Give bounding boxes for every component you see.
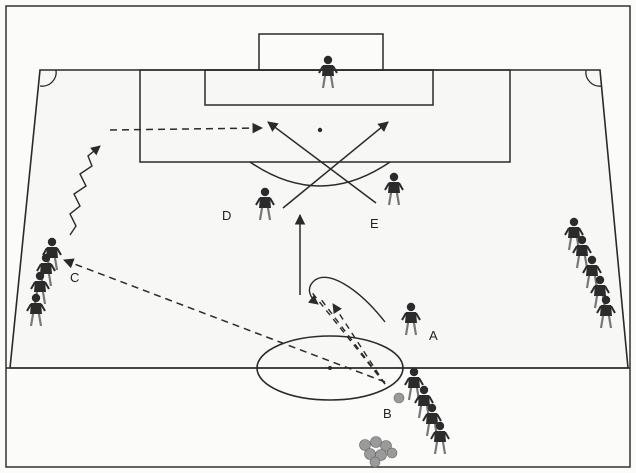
penalty-spot (317, 127, 323, 133)
dribble-zigzag-arrow (69, 145, 101, 236)
run-arrow-d (282, 121, 389, 209)
goal (258, 33, 384, 71)
field-outline (9, 69, 629, 369)
pass-arrow-b-to-c (63, 258, 386, 383)
penalty-arc (249, 161, 391, 187)
run-arrow-e (267, 121, 377, 204)
curved-run-arrow (308, 276, 386, 323)
label-d: D (222, 208, 231, 223)
ball-pile (359, 392, 405, 468)
center-spot (328, 366, 332, 370)
label-b: B (383, 406, 392, 421)
label-e: E (370, 216, 379, 231)
corner-arc-left (39, 69, 57, 87)
corner-arc-right (585, 69, 603, 87)
image-frame (5, 5, 631, 468)
center-circle (256, 335, 404, 401)
label-a: A (429, 328, 438, 343)
pass-arrow-b-3 (332, 303, 386, 385)
player-group-b (403, 366, 451, 456)
label-c: C (70, 270, 79, 285)
pass-arrow-b-2 (319, 297, 386, 385)
pass-arrow-b-1 (309, 289, 386, 385)
pass-arrow-wide-to-box (109, 122, 264, 134)
goal-area (204, 69, 434, 106)
